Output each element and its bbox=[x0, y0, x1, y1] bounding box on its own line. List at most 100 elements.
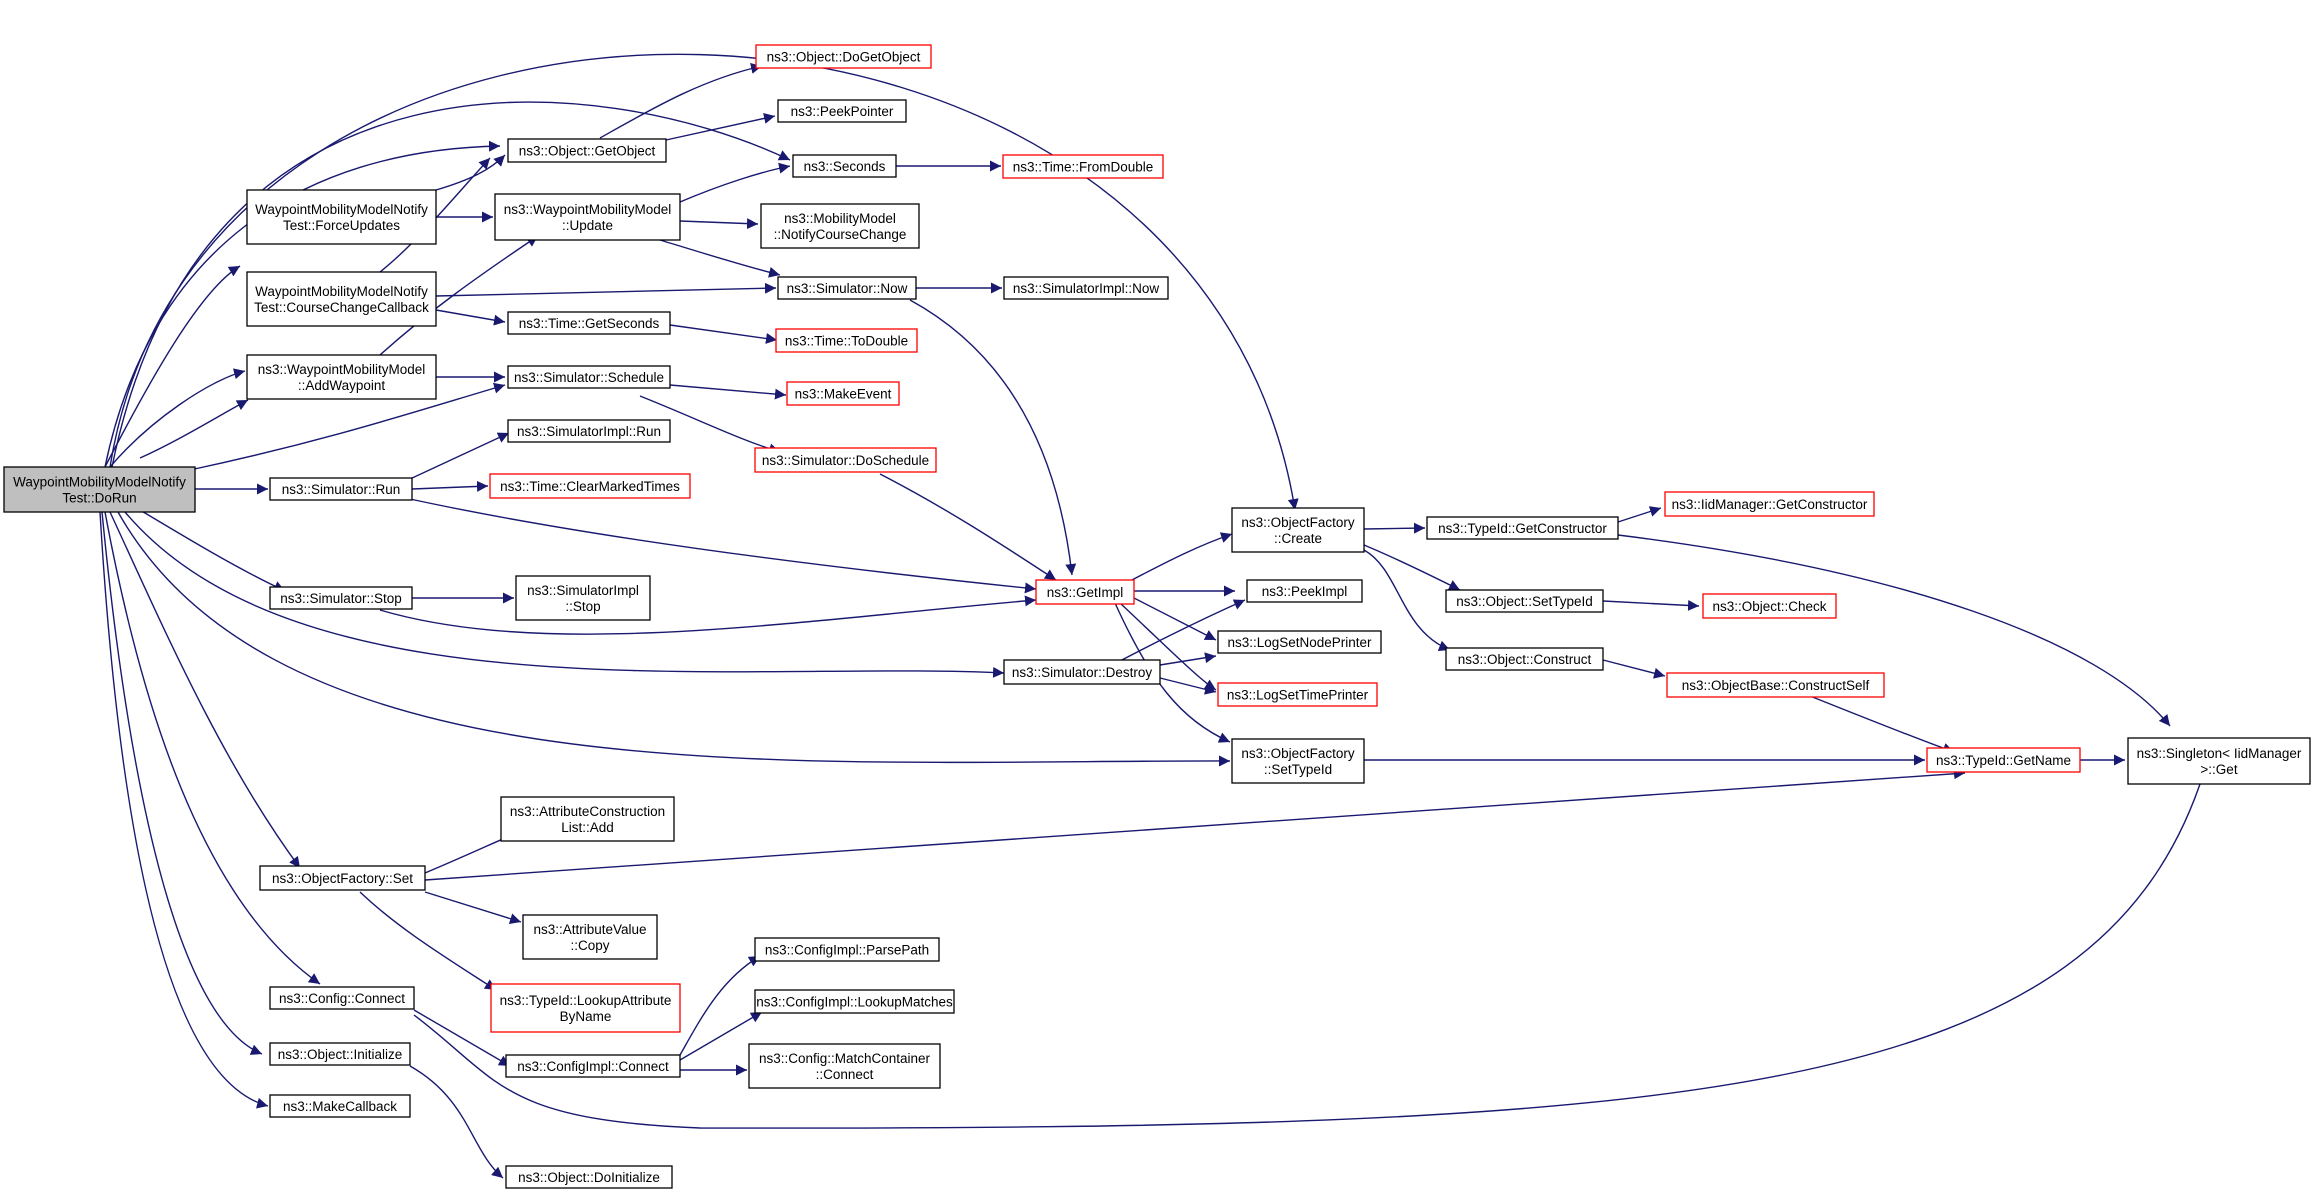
node-label: Test::CourseChangeCallback bbox=[254, 300, 429, 315]
node-makeevent[interactable]: ns3::MakeEvent bbox=[786, 381, 900, 406]
node-label: ns3::AttributeValue bbox=[533, 922, 646, 937]
node-box bbox=[1664, 491, 1875, 517]
node-tidgetname[interactable]: ns3::TypeId::GetName bbox=[1926, 747, 2081, 773]
node-box bbox=[515, 575, 651, 621]
node-label: ns3::TypeId::GetConstructor bbox=[1438, 521, 1607, 536]
node-box bbox=[1003, 659, 1161, 685]
node-mmnotify[interactable]: ns3::MobilityModel::NotifyCourseChange bbox=[760, 203, 920, 249]
node-objsettid[interactable]: ns3::Object::SetTypeId bbox=[1445, 589, 1604, 613]
node-peekimpl[interactable]: ns3::PeekImpl bbox=[1246, 579, 1363, 603]
node-cccb[interactable]: WaypointMobilityModelNotifyTest::CourseC… bbox=[246, 271, 437, 327]
node-box bbox=[754, 937, 940, 962]
node-box bbox=[775, 328, 918, 353]
node-label: List::Add bbox=[561, 820, 614, 835]
node-label: ns3::WaypointMobilityModel bbox=[258, 362, 426, 377]
node-ofcreate[interactable]: ns3::ObjectFactory::Create bbox=[1231, 507, 1365, 553]
node-doinit[interactable]: ns3::Object::DoInitialize bbox=[505, 1165, 673, 1189]
node-getsec[interactable]: ns3::Time::GetSeconds bbox=[507, 311, 671, 335]
node-box bbox=[1246, 579, 1363, 603]
node-label: ns3::ObjectFactory::Set bbox=[272, 871, 413, 886]
node-box bbox=[494, 193, 681, 241]
node-wpupdate[interactable]: ns3::WaypointMobilityModel::Update bbox=[494, 193, 681, 241]
node-simnow[interactable]: ns3::Simulator::Now bbox=[777, 276, 917, 300]
node-matchconn[interactable]: ns3::Config::MatchContainer::Connect bbox=[748, 1043, 941, 1089]
node-iidgetctor[interactable]: ns3::IidManager::GetConstructor bbox=[1664, 491, 1875, 517]
node-box bbox=[507, 311, 671, 335]
node-box bbox=[1002, 154, 1164, 179]
node-label: ns3::LogSetTimePrinter bbox=[1227, 688, 1369, 703]
node-todouble[interactable]: ns3::Time::ToDouble bbox=[775, 328, 918, 353]
node-label: ns3::Simulator::Schedule bbox=[514, 370, 664, 385]
node-label: ::SetTypeId bbox=[1264, 762, 1332, 777]
node-label: ::Stop bbox=[565, 599, 600, 614]
node-label: WaypointMobilityModelNotify bbox=[255, 284, 428, 299]
node-simsched[interactable]: ns3::Simulator::Schedule bbox=[507, 365, 671, 389]
node-box bbox=[246, 189, 437, 245]
node-clearmarked[interactable]: ns3::Time::ClearMarkedTimes bbox=[489, 473, 691, 499]
node-box bbox=[246, 354, 437, 400]
node-dosched[interactable]: ns3::Simulator::DoSchedule bbox=[754, 447, 937, 473]
node-cfgimplconn[interactable]: ns3::ConfigImpl::Connect bbox=[505, 1054, 681, 1078]
node-box bbox=[1926, 747, 2081, 773]
node-getctor[interactable]: ns3::TypeId::GetConstructor bbox=[1426, 516, 1619, 540]
node-ofset[interactable]: ns3::ObjectFactory::Set bbox=[259, 865, 426, 891]
node-box bbox=[507, 138, 667, 163]
node-dogetobj[interactable]: ns3::Object::DoGetObject bbox=[755, 44, 932, 69]
node-lookupmatches[interactable]: ns3::ConfigImpl::LookupMatches bbox=[754, 989, 955, 1014]
node-cfgconn[interactable]: ns3::Config::Connect bbox=[269, 986, 415, 1010]
node-addwp[interactable]: ns3::WaypointMobilityModel::AddWaypoint bbox=[246, 354, 437, 400]
node-box bbox=[500, 796, 675, 842]
node-simdestroy[interactable]: ns3::Simulator::Destroy bbox=[1003, 659, 1161, 685]
node-simimplnow[interactable]: ns3::SimulatorImpl::Now bbox=[1003, 276, 1169, 300]
node-objcheck[interactable]: ns3::Object::Check bbox=[1702, 593, 1837, 619]
node-force[interactable]: WaypointMobilityModelNotifyTest::ForceUp… bbox=[246, 189, 437, 245]
node-simimplstop[interactable]: ns3::SimulatorImpl::Stop bbox=[515, 575, 651, 621]
node-box bbox=[786, 381, 900, 406]
node-parsepath[interactable]: ns3::ConfigImpl::ParsePath bbox=[754, 937, 940, 962]
node-box bbox=[3, 466, 196, 513]
node-label: ns3::Time::ToDouble bbox=[785, 334, 908, 349]
node-simimplrun[interactable]: ns3::SimulatorImpl::Run bbox=[507, 419, 671, 443]
node-fromdouble[interactable]: ns3::Time::FromDouble bbox=[1002, 154, 1164, 179]
node-label: ns3::Object::Construct bbox=[1458, 652, 1592, 667]
node-box bbox=[1217, 682, 1378, 707]
node-attrcopy[interactable]: ns3::AttributeValue::Copy bbox=[522, 914, 658, 960]
node-label: ns3::Simulator::Stop bbox=[280, 591, 402, 606]
node-getobj[interactable]: ns3::Object::GetObject bbox=[507, 138, 667, 163]
node-label: ns3::ObjectBase::ConstructSelf bbox=[1682, 678, 1870, 693]
node-constructself[interactable]: ns3::ObjectBase::ConstructSelf bbox=[1666, 672, 1885, 698]
node-getimpl[interactable]: ns3::GetImpl bbox=[1035, 579, 1135, 605]
node-label: ns3::Simulator::Run bbox=[282, 482, 401, 497]
node-box bbox=[1445, 647, 1604, 671]
node-lognode[interactable]: ns3::LogSetNodePrinter bbox=[1217, 630, 1382, 654]
node-label: ns3::Object::Check bbox=[1712, 599, 1826, 614]
node-logtime[interactable]: ns3::LogSetTimePrinter bbox=[1217, 682, 1378, 707]
node-box bbox=[1702, 593, 1837, 619]
call-edges bbox=[99, 53, 2206, 1179]
node-seconds[interactable]: ns3::Seconds bbox=[792, 154, 897, 178]
node-simrun[interactable]: ns3::Simulator::Run bbox=[269, 477, 413, 501]
node-box bbox=[777, 276, 917, 300]
node-box bbox=[259, 865, 426, 891]
node-box bbox=[1231, 738, 1365, 784]
node-label: ns3::PeekPointer bbox=[791, 104, 894, 119]
node-box bbox=[505, 1165, 673, 1189]
node-label: WaypointMobilityModelNotify bbox=[255, 202, 428, 217]
node-ofsettid[interactable]: ns3::ObjectFactory::SetTypeId bbox=[1231, 738, 1365, 784]
node-box bbox=[505, 1054, 681, 1078]
node-label: ns3::Time::ClearMarkedTimes bbox=[500, 479, 680, 494]
node-label: ns3::Object::GetObject bbox=[519, 144, 656, 159]
node-label: ns3::ConfigImpl::ParsePath bbox=[765, 943, 929, 958]
node-label: ::Connect bbox=[816, 1067, 874, 1082]
node-peekptr[interactable]: ns3::PeekPointer bbox=[777, 99, 907, 123]
node-objconstruct[interactable]: ns3::Object::Construct bbox=[1445, 647, 1604, 671]
node-mkcb[interactable]: ns3::MakeCallback bbox=[269, 1094, 411, 1118]
node-objinit[interactable]: ns3::Object::Initialize bbox=[269, 1042, 411, 1066]
node-simstop[interactable]: ns3::Simulator::Stop bbox=[269, 586, 413, 610]
node-singleton[interactable]: ns3::Singleton< IidManager>::Get bbox=[2127, 737, 2311, 785]
node-box bbox=[760, 203, 920, 249]
